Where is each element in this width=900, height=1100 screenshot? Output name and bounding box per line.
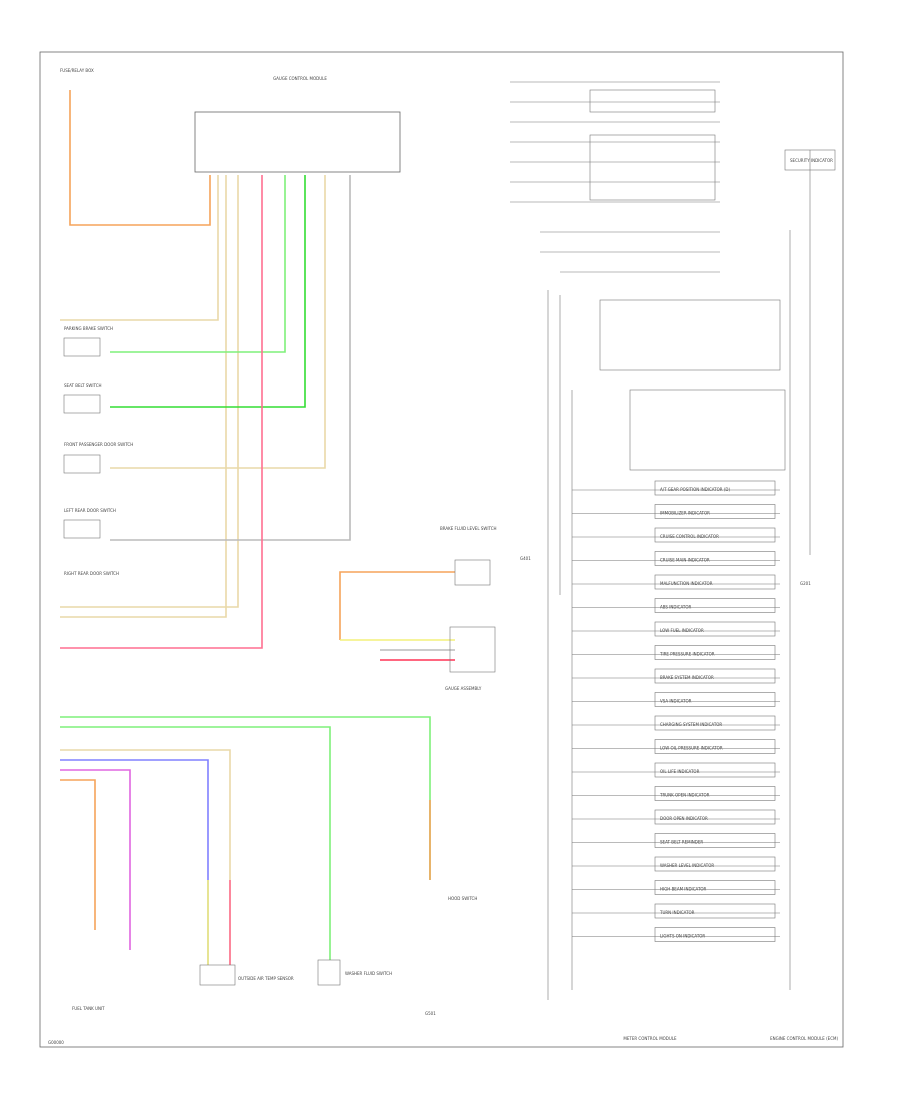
indicator-row-box [654, 480, 776, 496]
indicator-row-label: OIL LIFE INDICATOR [660, 769, 700, 774]
brake-fluid-label: BRAKE FLUID LEVEL SWITCH [440, 526, 497, 531]
indicator-row-label: TIRE PRESSURE INDICATOR [659, 652, 715, 657]
indicator-stack [629, 389, 786, 471]
fuse-block-label: FUSE/RELAY BOX [60, 68, 94, 73]
indicator-row-box [654, 903, 776, 919]
indicator-row-label: CHARGING SYSTEM INDICATOR [660, 722, 722, 727]
indicator-row-box [654, 527, 776, 543]
indicator-row-box [654, 762, 776, 778]
left-wiring-group [60, 90, 351, 649]
indicator-row-box [654, 692, 776, 707]
magenta-wire-bottom [60, 769, 131, 950]
indicator-row-label: HIGH BEAM INDICATOR [660, 887, 707, 892]
indicator-row-box [654, 856, 776, 872]
indicator-row-label: ABS INDICATOR [660, 605, 691, 610]
indicator-row-label: IMMOBILIZER INDICATOR [660, 511, 710, 516]
indicator-row-label: CRUISE CONTROL INDICATOR [660, 534, 719, 539]
door-switch-group: PARKING BRAKE SWITCH SEAT BELT SWITCH FR… [63, 326, 133, 576]
tan-wire-bottom [60, 749, 231, 965]
left-rear-door-switch [63, 519, 101, 539]
indicator-row-label: LIGHTS ON INDICATOR [660, 934, 705, 939]
left-rear-door-label: LEFT REAR DOOR SWITCH [64, 508, 116, 513]
green-wire-bottom-2 [60, 726, 331, 960]
indicator-row-box [654, 645, 776, 660]
diagram-frame [39, 51, 844, 1048]
indicator-row-box [654, 504, 776, 519]
violet-wire-bottom [60, 759, 209, 965]
orange-wire-mid [339, 571, 455, 640]
ground-g501-label: G501 [425, 1011, 436, 1016]
indicator-row-box [654, 715, 776, 731]
green-wire-seatbelt [110, 175, 306, 408]
indicator-row-label: LOW OIL PRESSURE INDICATOR [660, 746, 723, 751]
tan-wire-3 [60, 175, 239, 608]
indicator-row-label: MALFUNCTION INDICATOR [660, 581, 713, 586]
security-indicator-label: SECURITY INDICATOR [790, 158, 833, 163]
indicator-row-box [654, 598, 776, 613]
indicator-row-box [654, 621, 776, 637]
gauge-connector-label: GAUGE CONTROL MODULE [273, 76, 327, 81]
indicator-row-box [654, 833, 776, 848]
gauge-block [599, 299, 781, 371]
hood-switch-label: HOOD SWITCH [448, 896, 477, 901]
tan-wire-2 [110, 175, 326, 469]
meter-module-title: METER CONTROL MODULE [623, 1036, 677, 1041]
washer-switch-label: WASHER FLUID SWITCH [345, 971, 392, 976]
gauge-connector [194, 111, 401, 173]
meter-bus-lines [547, 150, 811, 1000]
brake-fluid-switch [454, 559, 491, 586]
indicator-row-box [654, 574, 776, 590]
indicator-row-label: VSA INDICATOR [660, 699, 692, 704]
indicator-row-box [654, 809, 776, 825]
footer-right-label: ENGINE CONTROL MODULE (ECM) [770, 1036, 838, 1041]
indicator-row-box [654, 551, 776, 566]
outside-temp-label: OUTSIDE AIR TEMP SENSOR [238, 976, 294, 981]
indicator-row-box [654, 668, 776, 684]
indicator-row-label: BRAKE SYSTEM INDICATOR [660, 675, 714, 680]
gauge-cluster-connector [449, 626, 496, 673]
green-wire-parking [110, 175, 286, 353]
indicator-row-label: CRUISE MAIN INDICATOR [660, 558, 710, 563]
meter-top-lines [510, 81, 720, 273]
green-wire-bottom-1 [60, 716, 431, 880]
meter-module-group: METER CONTROL MODULE SECURITY INDICATOR … [510, 81, 836, 1041]
seat-belt-switch [63, 394, 101, 414]
seat-belt-label: SEAT BELT SWITCH [64, 383, 102, 388]
meter-top-box-2 [589, 134, 716, 201]
indicator-row-label: SEAT BELT REMINDER [660, 840, 703, 845]
front-door-label: FRONT PASSENGER DOOR SWITCH [64, 442, 133, 447]
gauge-cluster-label: GAUGE ASSEMBLY [445, 686, 482, 691]
washer-switch [317, 959, 341, 986]
bottom-sensor-group: FUEL TANK UNIT OUTSIDE AIR TEMP SENSOR W… [60, 716, 477, 1016]
indicator-row-label: TURN INDICATOR [659, 910, 695, 915]
pink-wire [60, 175, 263, 649]
tan-wire-1 [60, 175, 219, 321]
parking-brake-label: PARKING BRAKE SWITCH [64, 326, 113, 331]
indicator-row-box [654, 927, 776, 942]
meter-top-box-1 [589, 89, 716, 113]
indicator-row-box [654, 786, 776, 801]
ground-g201-label: G201 [800, 581, 811, 586]
fuel-sender-label: FUEL TANK UNIT [72, 1006, 105, 1011]
ground-g401-label: G401 [520, 556, 531, 561]
indicator-row-label: DOOR OPEN INDICATOR [660, 816, 708, 821]
orange-wire-bottom [60, 779, 96, 930]
indicator-rows: A/T GEAR POSITION INDICATOR (D) IMMOBILIZ… [572, 480, 780, 942]
gray-wire-door [110, 175, 351, 541]
parking-brake-switch [63, 337, 101, 357]
footer-left-label: G00000 [48, 1040, 64, 1045]
indicator-row-box [654, 880, 776, 895]
outside-temp-sensor [199, 964, 236, 986]
indicator-row-label: WASHER LEVEL INDICATOR [660, 863, 714, 868]
indicator-row-label: LOW FUEL INDICATOR [660, 628, 704, 633]
indicator-row-label: TRUNK OPEN INDICATOR [659, 793, 710, 798]
tan-wire-4 [60, 175, 227, 618]
indicator-row-label: A/T GEAR POSITION INDICATOR (D) [660, 487, 730, 492]
indicator-row-box [654, 739, 776, 754]
right-rear-door-label: RIGHT REAR DOOR SWITCH [64, 571, 119, 576]
orange-supply-wire [69, 90, 211, 226]
brake-fluid-group: BRAKE FLUID LEVEL SWITCH GAUGE ASSEMBLY [339, 526, 497, 691]
front-door-switch [63, 454, 101, 474]
